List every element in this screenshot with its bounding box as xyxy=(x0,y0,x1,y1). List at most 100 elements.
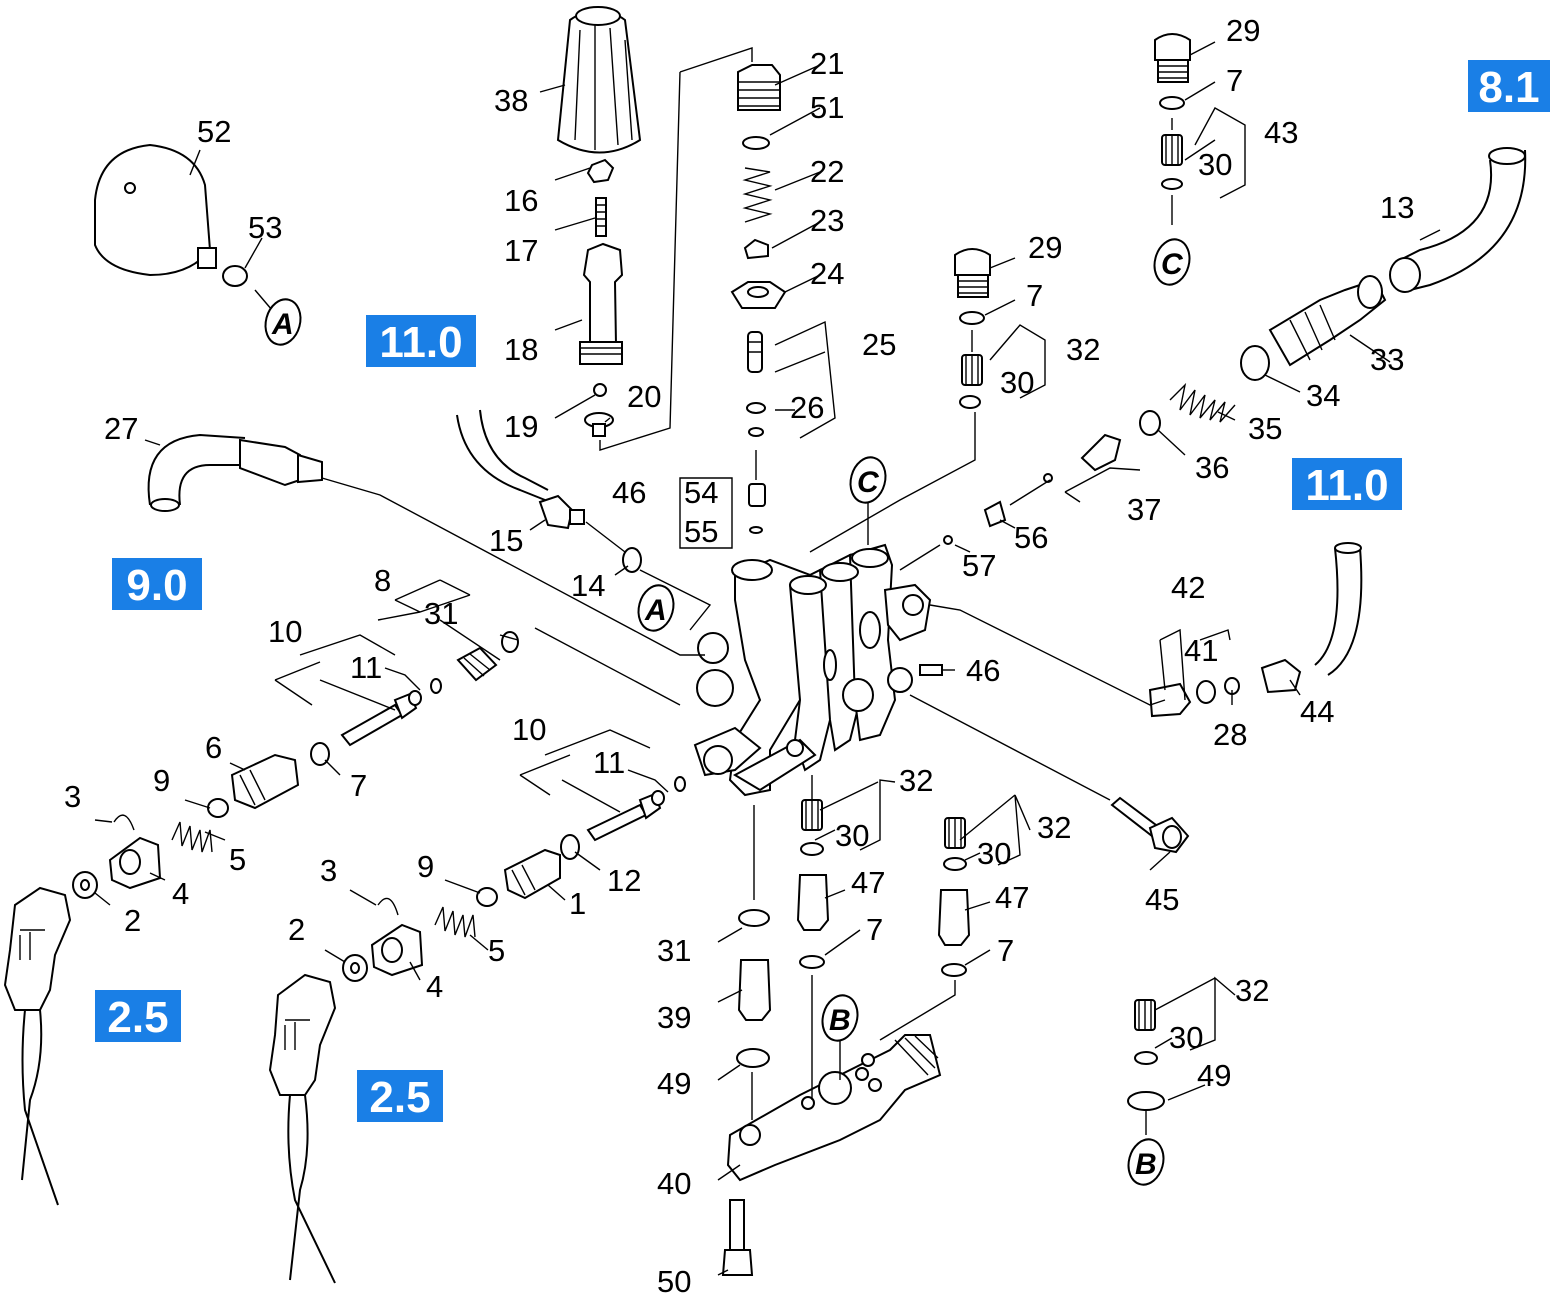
part-label: 41 xyxy=(1184,633,1218,668)
part-label: 29 xyxy=(1226,13,1260,48)
oring-7-lower-a xyxy=(799,955,825,969)
spring-22 xyxy=(742,167,773,223)
part-label: 49 xyxy=(1197,1058,1231,1093)
part-label: 5 xyxy=(488,933,505,968)
ref-box-11-0-right[interactable]: 11.0 xyxy=(1292,458,1402,510)
part-label: 32 xyxy=(1037,810,1071,845)
part-label: 19 xyxy=(504,409,538,444)
pressure-switch-left xyxy=(3,886,72,1206)
leader-lines xyxy=(94,41,1441,1276)
bolt-50 xyxy=(721,1199,754,1276)
part-label: 56 xyxy=(1014,520,1048,555)
part-label: 35 xyxy=(1248,411,1282,446)
part-label: 50 xyxy=(657,1264,691,1299)
clip-3-lower xyxy=(377,897,399,916)
part-label: 51 xyxy=(810,90,844,125)
part-label: 39 xyxy=(657,1000,691,1035)
plug-21 xyxy=(737,64,781,111)
part-label: 11 xyxy=(350,650,382,685)
seal-26 xyxy=(746,402,766,437)
part-label: 43 xyxy=(1264,115,1298,150)
hose-44 xyxy=(1260,542,1363,694)
part-label: 31 xyxy=(657,933,691,968)
svg-text:C: C xyxy=(1161,248,1184,281)
part-label: 30 xyxy=(977,836,1011,871)
pressure-switch-right xyxy=(268,973,337,1284)
oring-49-lower xyxy=(736,1048,770,1068)
part-label: 55 xyxy=(684,514,718,549)
hose-27 xyxy=(147,433,323,512)
part-label: 4 xyxy=(172,876,189,911)
nut-24 xyxy=(730,281,787,309)
ref-box-2-5-left[interactable]: 2.5 xyxy=(95,990,181,1042)
part-label: 4 xyxy=(426,969,443,1004)
part-label: 7 xyxy=(1226,63,1243,98)
part-label: 25 xyxy=(862,327,896,362)
part-label: 24 xyxy=(810,256,844,291)
ref-box-11-0-left[interactable]: 11.0 xyxy=(366,315,476,367)
connector-c-body: C xyxy=(849,456,887,504)
part-label: 53 xyxy=(248,210,282,245)
part-label: 31 xyxy=(424,596,458,631)
part-label: 47 xyxy=(995,880,1029,915)
part-label: 32 xyxy=(1066,332,1100,367)
part-label: 23 xyxy=(810,203,844,238)
seat-47-b xyxy=(937,889,971,946)
oring-31-lower xyxy=(738,909,770,927)
part-label: 8 xyxy=(374,563,391,598)
ball-57 xyxy=(943,535,953,545)
ref-box-2-5-right[interactable]: 2.5 xyxy=(357,1070,443,1122)
seat-20 xyxy=(584,412,614,437)
valve-body xyxy=(693,543,932,797)
oring-7-mid xyxy=(959,311,985,325)
seat-39 xyxy=(737,959,772,1021)
svg-text:B: B xyxy=(1135,1148,1157,1181)
cap-38 xyxy=(556,6,642,154)
nut-16 xyxy=(586,158,615,184)
part-label: 20 xyxy=(627,379,661,414)
oring-30-lower-a xyxy=(800,842,824,856)
part-label: 3 xyxy=(320,853,337,888)
part-label: 1 xyxy=(569,886,586,921)
oring-34 xyxy=(1240,345,1270,381)
oring-30-lower-c xyxy=(1134,1051,1158,1065)
valve-42 xyxy=(1148,682,1192,718)
part-label: 18 xyxy=(504,332,538,367)
valve-30-lower-b xyxy=(944,817,966,849)
part-label: 15 xyxy=(489,523,523,558)
part-label: 40 xyxy=(657,1166,691,1201)
connector-a-body: A xyxy=(637,584,675,632)
hose-13 xyxy=(1389,147,1527,293)
spring-5-lower xyxy=(434,906,476,938)
part-label: 46 xyxy=(612,475,646,510)
oring-11-upper xyxy=(408,678,442,706)
oring-31-left xyxy=(501,631,519,653)
spring-35 xyxy=(1169,382,1236,423)
part-label: 9 xyxy=(153,763,170,798)
part-label: 46 xyxy=(966,653,1000,688)
part-label: 3 xyxy=(64,779,81,814)
clip-3-upper xyxy=(113,814,135,831)
valve-30-mid xyxy=(961,354,983,386)
ref-box-9-0[interactable]: 9.0 xyxy=(112,558,202,610)
poppet-36 xyxy=(1139,410,1161,436)
washer-2-upper xyxy=(72,871,98,899)
part-label: 10 xyxy=(512,712,546,747)
part-label: 10 xyxy=(268,614,302,649)
nut-6 xyxy=(230,753,300,810)
svg-text:A: A xyxy=(644,594,667,627)
part-label: 30 xyxy=(1169,1020,1203,1055)
part-label: 30 xyxy=(1000,365,1034,400)
fitting-4-lower xyxy=(370,923,424,977)
part-label: 11 xyxy=(593,745,625,780)
valve-30-top xyxy=(1161,134,1183,166)
svg-text:11.0: 11.0 xyxy=(1305,461,1388,510)
part-label: 5 xyxy=(229,842,246,877)
ref-box-8-1[interactable]: 8.1 xyxy=(1468,60,1550,112)
connector-b-body: B xyxy=(821,994,859,1042)
coupling-33 xyxy=(1268,275,1387,367)
stud-17 xyxy=(595,197,607,237)
part-label: 13 xyxy=(1380,190,1414,225)
part-label: 27 xyxy=(104,411,138,446)
ball-19 xyxy=(593,383,607,397)
